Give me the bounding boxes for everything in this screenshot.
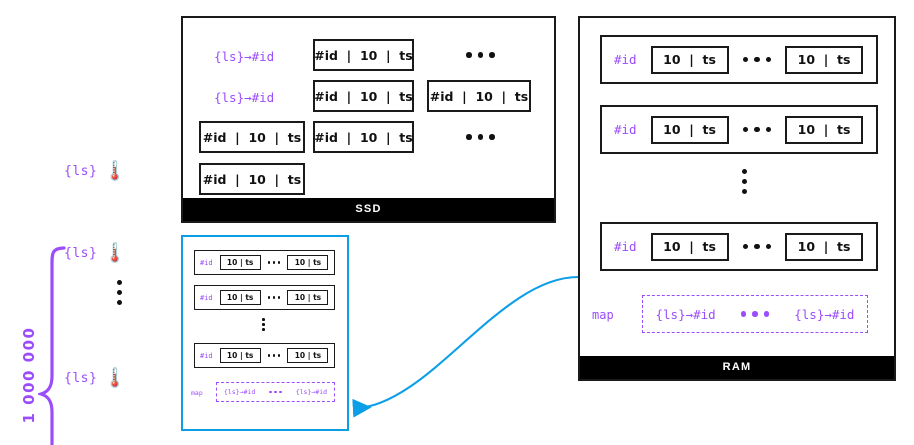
ssd-record-chip: #id | 10 | ts — [313, 121, 414, 153]
inset-row-ellipsis-dots — [267, 296, 281, 299]
inset-point-chip: 10 | ts — [219, 348, 261, 363]
ssd-footer-label: SSD — [183, 198, 554, 221]
inset-map-entry: {ls}→#id — [295, 388, 328, 396]
sensor-label: {ls} — [64, 164, 98, 179]
ram-series-id: #id — [614, 122, 637, 137]
ram-point-chip: 10 | ts — [650, 115, 729, 144]
ram-point-chip: 10 | ts — [650, 232, 729, 261]
ssd-panel: {ls}→#id #id | 10 | ts {ls}→#id #id | 10… — [181, 16, 556, 223]
ssd-record-chip: #id | 10 | ts — [313, 39, 414, 71]
ram-point-chip: 10 | ts — [650, 45, 729, 74]
ram-detail-inset: #id 10 | ts 10 | ts #id 10 | ts 10 | ts … — [181, 235, 349, 431]
inset-ellipsis-dots — [262, 318, 265, 331]
ram-point-chip: 10 | ts — [785, 115, 864, 144]
ram-series-id: #id — [614, 52, 637, 67]
ssd-record-chip: #id | 10 | ts — [427, 80, 531, 112]
inset-point-chip: 10 | ts — [287, 255, 329, 270]
inset-map-box: {ls}→#id {ls}→#id — [216, 382, 335, 402]
ram-row-ellipsis-dots — [742, 56, 772, 63]
inset-series-row: #id 10 | ts 10 | ts — [194, 343, 335, 368]
inset-series-id: #id — [200, 351, 213, 360]
thermometer-icon: 🌡️ — [103, 368, 127, 389]
sensor-group: 1 000 000 {ls} 🌡️ {ls} 🌡️ {ls} 🌡️ — [0, 118, 176, 445]
inset-map-ellipsis-dots — [269, 390, 282, 394]
sensor-count-label: 1 000 000 — [20, 326, 38, 424]
thermometer-icon: 🌡️ — [103, 161, 127, 182]
ram-point-chip: 10 | ts — [785, 45, 864, 74]
ram-map-box: {ls}→#id {ls}→#id — [642, 295, 868, 333]
ssd-record-chip: #id | 10 | ts — [199, 121, 305, 153]
ram-map-label: map — [592, 308, 614, 322]
inset-series-row: #id 10 | ts 10 | ts — [194, 285, 335, 310]
inset-point-chip: 10 | ts — [287, 348, 329, 363]
ram-panel: #id 10 | ts 10 | ts #id 10 | ts 10 | ts … — [578, 16, 896, 381]
ram-series-id: #id — [614, 239, 637, 254]
thermometer-icon: 🌡️ — [103, 243, 127, 264]
ram-series-row: #id 10 | ts 10 | ts — [600, 105, 878, 154]
inset-series-id: #id — [200, 293, 213, 302]
ram-series-row: #id 10 | ts 10 | ts — [600, 35, 878, 84]
inset-point-chip: 10 | ts — [219, 290, 261, 305]
ram-map-ellipsis-dots — [740, 311, 770, 317]
ram-map-entry: {ls}→#id — [794, 306, 855, 322]
inset-row-ellipsis-dots — [267, 261, 281, 264]
ssd-row-ellipsis-dots — [466, 52, 495, 58]
inset-map-entry: {ls}→#id — [223, 388, 256, 396]
inset-map-label: map — [191, 389, 203, 397]
ssd-record-chip: #id | 10 | ts — [199, 163, 305, 195]
inset-series-row: #id 10 | ts 10 | ts — [194, 250, 335, 275]
ram-ellipsis-dots — [742, 169, 747, 194]
ssd-mapping-label: {ls}→#id — [214, 90, 275, 105]
ssd-row-ellipsis-dots — [466, 134, 495, 140]
sensor-label: {ls} — [64, 371, 98, 386]
ram-row-ellipsis-dots — [742, 243, 772, 250]
ssd-record-chip: #id | 10 | ts — [313, 80, 414, 112]
left-curly-brace-icon — [38, 246, 66, 445]
inset-row-ellipsis-dots — [267, 354, 281, 357]
ssd-mapping-label: {ls}→#id — [214, 49, 275, 64]
ram-series-row: #id 10 | ts 10 | ts — [600, 222, 878, 271]
ram-footer-label: RAM — [580, 356, 894, 379]
inset-series-id: #id — [200, 258, 213, 267]
sensor-label: {ls} — [64, 246, 98, 261]
inset-point-chip: 10 | ts — [287, 290, 329, 305]
sensor-ellipsis-dots — [117, 280, 122, 305]
sensor-item: {ls} 🌡️ — [64, 162, 127, 181]
sensor-item: {ls} 🌡️ — [64, 244, 127, 263]
ram-row-ellipsis-dots — [742, 126, 772, 133]
sensor-item: {ls} 🌡️ — [64, 369, 127, 388]
ram-point-chip: 10 | ts — [785, 232, 864, 261]
ram-map-entry: {ls}→#id — [655, 306, 716, 322]
inset-point-chip: 10 | ts — [219, 255, 261, 270]
